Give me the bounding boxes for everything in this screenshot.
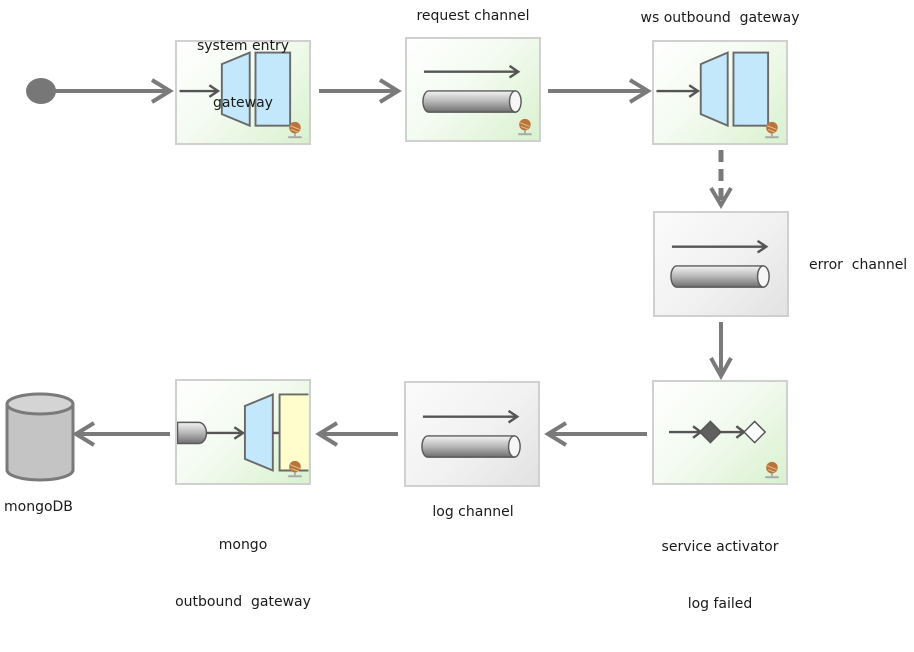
error-channel-node[interactable] [653, 211, 789, 317]
label-line: gateway [213, 95, 273, 111]
label-line: service activator [661, 539, 779, 555]
arrowhead-icon [150, 78, 174, 104]
arrowhead-icon [315, 421, 339, 447]
label-line: log failed [687, 596, 753, 612]
error-channel-label: error channel [809, 257, 908, 273]
outbound-gateway-icon [177, 393, 309, 478]
log-channel-label: log channel [432, 504, 514, 520]
channel-icon [670, 239, 770, 288]
system-entry-gateway-label: system entry gateway [175, 0, 311, 151]
request-channel-node[interactable] [405, 37, 541, 142]
service-activator-node[interactable] [652, 380, 788, 485]
service-activator-label: service activator log failed [640, 500, 800, 652]
arrowhead-icon [378, 78, 402, 104]
outbound-gateway-icon [656, 51, 779, 139]
ws-outbound-gateway-node[interactable] [652, 40, 788, 145]
start-point-icon[interactable] [26, 78, 56, 104]
arrowhead-icon [628, 78, 652, 104]
arrowhead-icon [709, 186, 733, 209]
mongodb-label: mongoDB [4, 499, 73, 515]
mongo-outbound-gateway-node[interactable] [175, 379, 311, 485]
spring-bean-icon [288, 460, 302, 478]
spring-bean-icon [765, 461, 779, 479]
spring-bean-icon [288, 121, 302, 139]
system-entry-gateway-node[interactable] [175, 40, 311, 145]
database-icon[interactable] [5, 392, 75, 482]
label-line: mongo [218, 537, 268, 553]
spring-bean-icon [518, 118, 532, 136]
arrowhead-icon [72, 421, 96, 447]
log-channel-node[interactable] [404, 381, 540, 487]
arrowhead-icon [709, 357, 733, 381]
mongo-outbound-gateway-label: mongo outbound gateway [163, 498, 323, 650]
label-line: system entry [196, 38, 290, 54]
label-line: outbound gateway [175, 594, 311, 610]
ws-outbound-gateway-label: ws outbound gateway [640, 10, 800, 26]
request-channel-label: request channel [416, 8, 530, 24]
connectors-layer [5, 78, 733, 482]
arrowhead-icon [544, 421, 568, 447]
service-activator-icon [669, 420, 779, 479]
inbound-gateway-icon [179, 51, 302, 139]
channel-icon [422, 64, 532, 136]
channel-icon [421, 409, 521, 458]
integration-flow-diagram: system entry gateway request channel ws … [4, 0, 908, 612]
spring-bean-icon [765, 121, 779, 139]
